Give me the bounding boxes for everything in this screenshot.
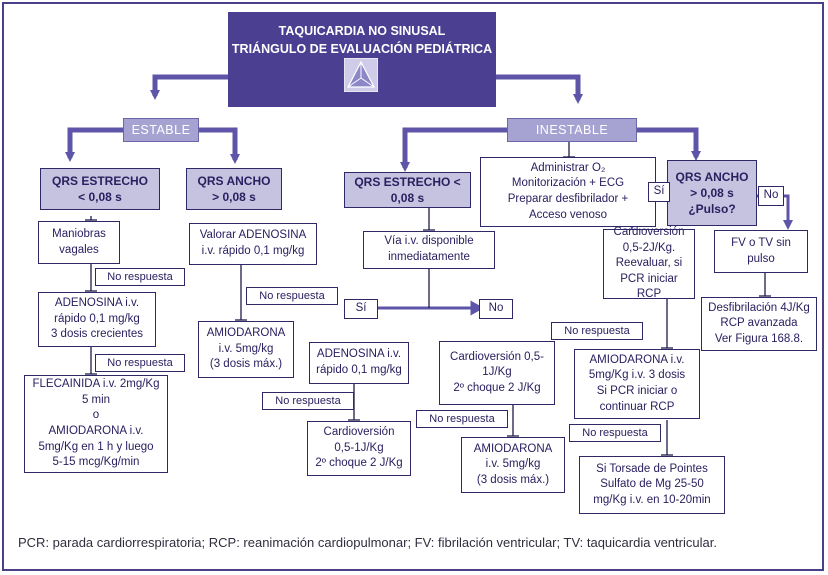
iv-access-question-box: Vía i.v. disponible inmediatamente bbox=[363, 231, 495, 269]
header-title-line2: TRIÁNGULO DE EVALUACIÓN PEDIÁTRICA bbox=[231, 42, 493, 57]
assess-adenosine-box: Valorar ADENOSINA i.v. rápido 0,1 mg/kg bbox=[189, 223, 317, 265]
yes-option-iv: Sí bbox=[344, 299, 378, 319]
torsade-magnesium-box: Si Torsade de Pointes Sulfato de Mg 25-5… bbox=[579, 456, 725, 514]
stable-narrow-qrs-title: QRS ESTRECHO < 0,08 s bbox=[40, 168, 160, 210]
cardioversion-b-box: Cardioversión 0,5- 1J/Kg 2º choque 2 J/K… bbox=[439, 341, 555, 405]
no-option-iv: No bbox=[479, 299, 513, 319]
flecainide-amiodarone-box: FLECAINIDA i.v. 2mg/Kg 5 min o AMIODARON… bbox=[24, 375, 168, 473]
oxygen-monitoring-box: Administrar O₂ Monitorización + ECG Prep… bbox=[480, 157, 656, 227]
adenosine-stable-box: ADENOSINA i.v. rápido 0,1 mg/kg 3 dosis … bbox=[38, 292, 156, 347]
stable-wide-qrs-title: QRS ANCHO > 0,08 s bbox=[186, 168, 282, 210]
footnote: PCR: parada cardiorrespiratoria; RCP: re… bbox=[18, 535, 717, 550]
fv-tv-pulseless-box: FV o TV sin pulso bbox=[714, 230, 808, 273]
no-option-pulse: No bbox=[758, 186, 784, 206]
adenosine-unstable-box: ADENOSINA i.v. rápido 0,1 mg/kg bbox=[309, 342, 409, 384]
branch-stable: ESTABLE bbox=[123, 118, 199, 142]
no-response-label-3: No respuesta bbox=[246, 287, 338, 305]
unstable-wide-qrs-pulse-title: QRS ANCHO > 0,08 s ¿Pulso? bbox=[667, 160, 757, 226]
amiodarone-b-box: AMIODARONA i.v. 5mg/kg (3 dosis máx.) bbox=[461, 437, 565, 493]
no-response-label-c: No respuesta bbox=[551, 322, 643, 340]
amiodarone-c-box: AMIODARONA i.v. 5mg/Kg i.v. 3 dosis Si P… bbox=[574, 349, 700, 419]
cardioversion-c-box: Cardioversión 0,5-2J/Kg. Reevaluar, si P… bbox=[603, 226, 695, 300]
no-response-label-d: No respuesta bbox=[569, 424, 661, 442]
pediatric-triangle-icon bbox=[344, 58, 378, 92]
unstable-narrow-qrs-title: QRS ESTRECHO < 0,08 s bbox=[344, 172, 471, 208]
header-box: TAQUICARDIA NO SINUSAL TRIÁNGULO DE EVAL… bbox=[228, 12, 496, 107]
no-response-label-b: No respuesta bbox=[416, 410, 508, 428]
header-title-line1: TAQUICARDIA NO SINUSAL bbox=[278, 24, 446, 38]
no-response-label-1: No respuesta bbox=[95, 268, 185, 286]
no-response-label-a: No respuesta bbox=[262, 392, 354, 410]
branch-unstable: INESTABLE bbox=[507, 118, 637, 142]
cardioversion-a-box: Cardioversión 0,5-1J/Kg 2º choque 2 J/Kg bbox=[307, 421, 411, 476]
vagal-maneuvers-box: Maniobras vagales bbox=[38, 221, 120, 264]
no-response-label-2: No respuesta bbox=[95, 354, 185, 372]
yes-option-pulse: Sí bbox=[648, 182, 670, 202]
amiodarone-stable-box: AMIODARONA i.v. 5mg/kg (3 dosis máx.) bbox=[198, 321, 294, 378]
defibrillation-box: Desfibrilación 4J/Kg RCP avanzada Ver Fi… bbox=[701, 297, 817, 351]
